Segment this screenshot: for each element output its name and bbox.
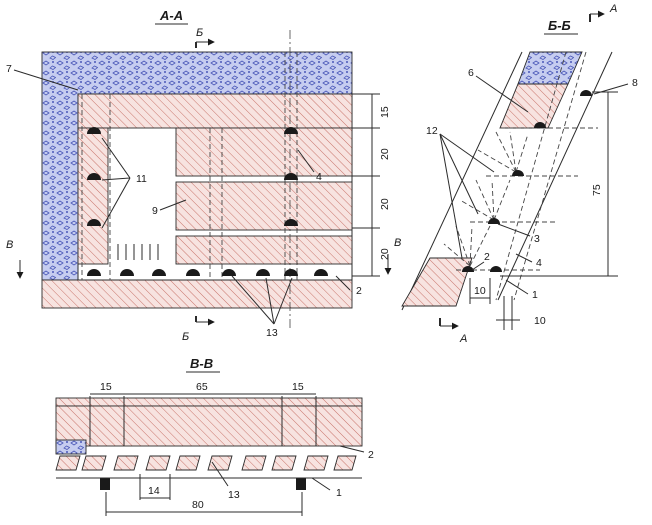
bb-fill-upper <box>499 83 569 129</box>
vv-dim-14: 14 <box>148 485 160 497</box>
bb-dimension-10: 10 10 <box>469 278 546 330</box>
bb-leader-6 <box>475 75 529 113</box>
fill-band-4 <box>175 235 353 265</box>
vv-leader-1 <box>311 477 331 491</box>
bb-fan-holes <box>443 131 529 267</box>
bb-leader-2 <box>471 261 485 271</box>
cut-label-v-left: В <box>6 239 13 251</box>
cut-mark-v-right: В <box>384 237 401 275</box>
fill-band-2 <box>175 127 353 177</box>
cut-mark-v-left: В <box>6 239 24 279</box>
open-stope <box>117 244 159 260</box>
leader-13c <box>273 277 293 325</box>
vv-dim-65: 65 <box>196 381 208 393</box>
fill-band-1 <box>77 93 353 129</box>
section-aa-title: А-А <box>159 8 183 23</box>
aa-callout-13: 13 <box>266 327 278 339</box>
vv-ore-patch <box>55 439 87 455</box>
vv-top-dimensions: 15 65 15 <box>90 381 316 395</box>
bb-leader-12c <box>439 133 463 259</box>
sill-pillar <box>41 279 353 309</box>
bb-callout-8: 8 <box>632 77 638 89</box>
cut-mark-b-bottom: Б <box>182 316 215 343</box>
aa-callout-2: 2 <box>356 285 362 297</box>
leader-13a <box>231 275 275 325</box>
leader-11a <box>101 137 131 179</box>
vv-leader-13 <box>211 461 229 487</box>
section-aa: А-А <box>6 8 401 343</box>
bb-leader-3 <box>497 223 531 237</box>
bb-leader-1 <box>505 279 529 295</box>
aa-dim-3: 20 <box>379 198 391 210</box>
bb-dim-10-a: 10 <box>474 285 486 297</box>
vv-dim-15-left: 15 <box>100 381 112 393</box>
aa-callout-11: 11 <box>136 173 147 185</box>
vv-fill-body <box>55 405 363 447</box>
aa-dim-4: 20 <box>379 248 391 260</box>
vv-drift-right <box>296 478 306 490</box>
cut-mark-b-top: Б <box>195 27 215 48</box>
vv-callout-2: 2 <box>368 449 374 461</box>
aa-callout-4: 4 <box>316 171 322 183</box>
aa-callout-9: 9 <box>152 205 158 217</box>
section-vv: В-В 15 <box>55 356 374 516</box>
bb-fill-lower <box>401 257 473 307</box>
vv-leader-2 <box>339 445 365 453</box>
vv-callout-1: 1 <box>336 487 342 499</box>
section-bb: Б-Б <box>401 3 638 345</box>
bb-leader-12b <box>439 133 479 215</box>
vv-drift-left <box>100 478 110 490</box>
leader-2 <box>335 275 351 291</box>
bb-callout-4: 4 <box>536 257 542 269</box>
cut-label-b-top: Б <box>196 27 203 39</box>
section-vv-title: В-В <box>190 356 213 371</box>
vv-dim-15-right: 15 <box>292 381 304 393</box>
bb-leader-12a <box>439 133 495 173</box>
aa-dim-2: 20 <box>379 148 391 160</box>
bb-callout-2: 2 <box>484 251 490 263</box>
leader-11c <box>101 177 131 229</box>
vv-dim-80: 80 <box>192 499 204 511</box>
bb-callout-3: 3 <box>534 233 540 245</box>
leader-13b <box>265 277 275 325</box>
cut-mark-a-bottom: А <box>439 318 467 345</box>
fill-band-3 <box>175 181 353 231</box>
leader-7 <box>13 69 79 91</box>
cut-label-b-bottom: Б <box>182 331 189 343</box>
bb-leader-8 <box>593 83 629 95</box>
vv-callout-13: 13 <box>228 489 240 501</box>
cut-label-a-top: А <box>609 3 617 15</box>
bb-dim-75: 75 <box>591 184 603 196</box>
bb-callout-12: 12 <box>426 125 438 137</box>
section-bb-title: Б-Б <box>548 18 571 33</box>
bb-dim-10-b: 10 <box>534 315 546 327</box>
leader-4 <box>297 149 315 173</box>
leader-11b <box>101 177 131 181</box>
bb-callout-6: 6 <box>468 67 474 79</box>
vv-bottom-dimensions: 14 80 <box>105 474 303 516</box>
aa-dim-1: 15 <box>379 106 391 118</box>
aa-dimension-chain: 15 20 20 20 <box>352 93 391 277</box>
aa-callout-7: 7 <box>6 63 12 75</box>
bb-callout-1: 1 <box>532 289 538 301</box>
cut-mark-a-top: А <box>589 3 617 22</box>
bb-level-lines <box>456 51 598 301</box>
fill-left-pillar <box>77 127 109 265</box>
sublevel-drifts <box>87 127 328 276</box>
bb-dimension-75: 75 <box>500 91 618 277</box>
vv-rock-blocks <box>55 455 357 471</box>
cut-label-v-right: В <box>394 237 401 249</box>
bb-leader-4 <box>515 253 533 263</box>
bb-drifts <box>462 90 592 272</box>
leader-9 <box>159 199 187 211</box>
cut-label-a-bottom: А <box>459 333 467 345</box>
bb-ore-top <box>517 51 583 85</box>
